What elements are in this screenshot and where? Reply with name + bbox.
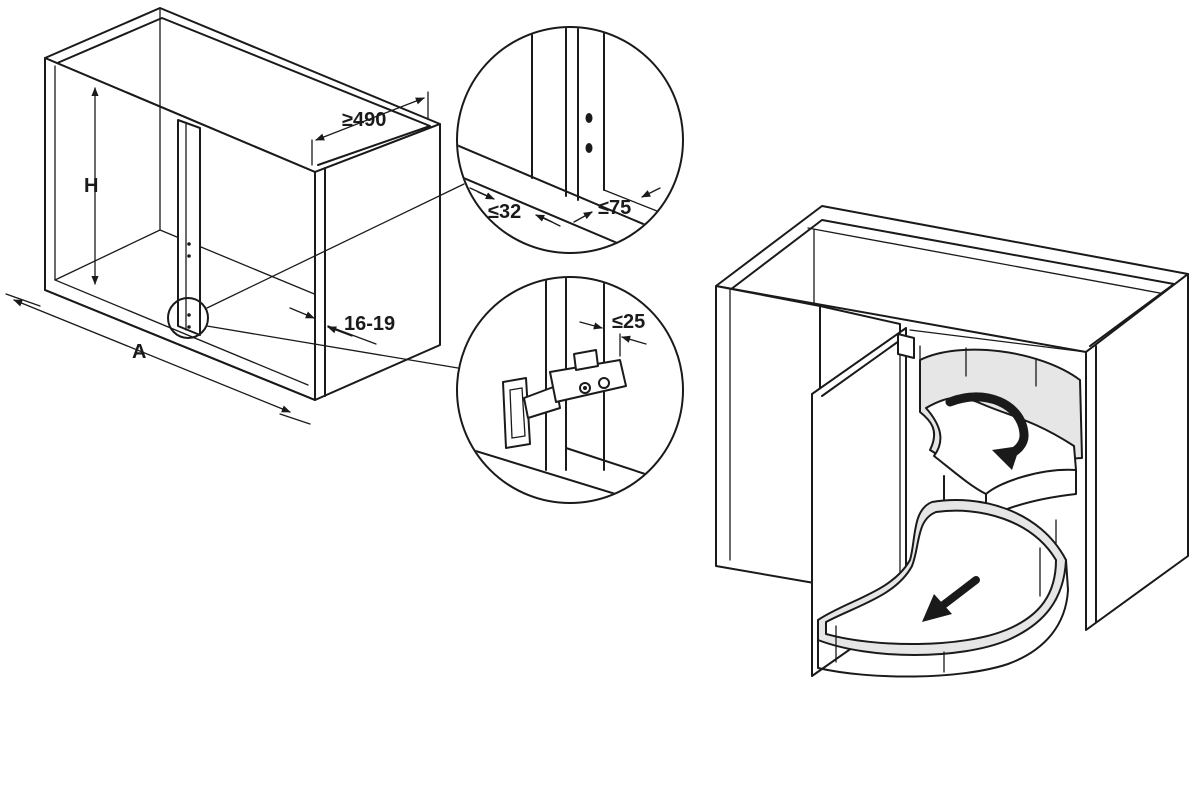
dimension-depth: ≥490	[311, 91, 429, 166]
leader-line-top	[206, 183, 465, 309]
hinge-icon	[502, 349, 627, 449]
detail-view-hinge: ≤25	[456, 276, 684, 504]
detail-view-drilling: ≤32 ≤75	[456, 26, 684, 254]
dimension-width: A	[5, 293, 311, 425]
leader-line-bottom	[206, 325, 459, 369]
cabinet-carcass	[44, 7, 441, 401]
width-label: A	[132, 341, 146, 363]
pull-out-arrow-icon	[922, 576, 980, 622]
rotation-arrow-icon	[945, 392, 1029, 470]
carousel-lower-shelf	[817, 499, 1069, 678]
depth-label: ≥490	[342, 109, 386, 131]
offset-75-label: ≤75	[598, 197, 631, 219]
hinge-offset-label: ≤25	[612, 311, 645, 333]
offset-32-label: ≤32	[488, 201, 521, 223]
height-label: H	[84, 175, 98, 197]
dimension-panel-thickness: 16-19	[289, 307, 395, 345]
door-hinge-icon	[897, 333, 915, 359]
panel-thickness-label: 16-19	[344, 313, 395, 335]
carousel-upper-shelf	[919, 345, 1083, 519]
dimension-height: H	[84, 87, 99, 285]
